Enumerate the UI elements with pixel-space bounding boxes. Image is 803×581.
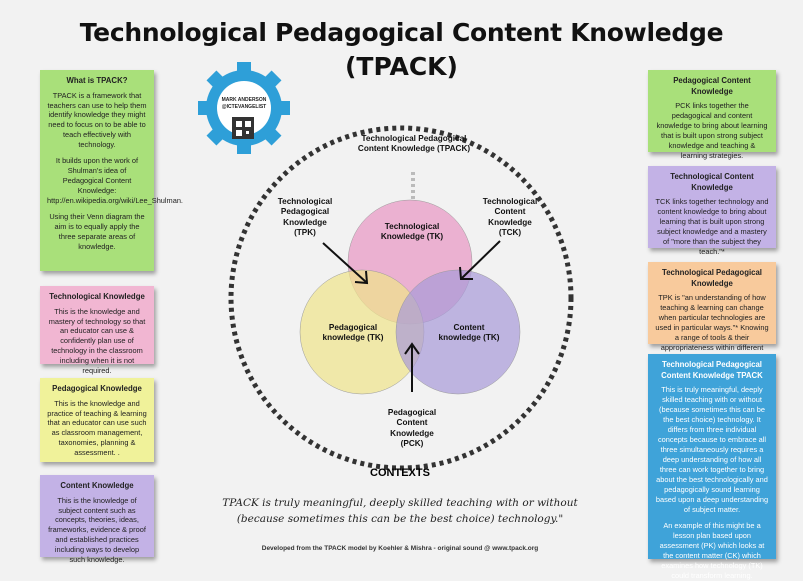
card-text: This is truly meaningful, deeply skilled…	[655, 385, 769, 514]
tpack-label: Technological Pedagogical Content Knowle…	[357, 134, 471, 154]
page-subtitle: (TPACK)	[344, 52, 458, 81]
card-technological-content-knowledge: Technological Content Knowledge TCK link…	[648, 166, 776, 256]
card-text: Using their Venn diagram the aim is to e…	[49, 212, 145, 252]
badge-handle: @ICTEVANGELIST	[221, 104, 267, 110]
card-technological-pedagogical-knowledge: Technological Pedagogical Knowledge TPK …	[648, 262, 776, 362]
card-pedagogical-content-knowledge: Pedagogical Content Knowledge PCK links …	[648, 70, 776, 160]
footer-credit: Developed from the TPACK model by Koehle…	[261, 545, 539, 552]
card-pedagogical-knowledge: Pedagogical Knowledge This is the knowle…	[40, 378, 154, 462]
card-heading: Technological Pedagogical Knowledge	[662, 268, 762, 288]
card-heading: Technological Pedagogical Content Knowle…	[661, 360, 763, 380]
gear-badge-icon	[198, 62, 290, 154]
card-text: TCK links together technology and conten…	[655, 197, 769, 256]
card-text: PCK links together the pedagogical and c…	[656, 101, 768, 160]
card-text: It builds upon the work of Shulman's ide…	[47, 156, 183, 206]
pck-label: Pedagogical Content Knowledge (PCK)	[387, 408, 437, 448]
card-what-is-tpack: What is TPACK? TPACK is a framework that…	[40, 70, 183, 271]
pk-label: Pedagogical knowledge (TK)	[322, 323, 384, 343]
card-technological-knowledge: Technological Knowledge This is the know…	[40, 286, 154, 375]
card-heading: Technological Content Knowledge	[670, 172, 754, 192]
contexts-label: CONTEXTS	[370, 467, 430, 479]
card-heading: Pedagogical Content Knowledge	[673, 76, 751, 96]
venn-diagram	[198, 62, 574, 471]
contexts-circle	[228, 125, 574, 471]
badge-name: MARK ANDERSON	[221, 97, 267, 103]
card-heading: Pedagogical Knowledge	[52, 384, 142, 393]
card-heading: Technological Knowledge	[49, 292, 145, 301]
tck-label: Technological Content Knowledge (TCK)	[482, 197, 538, 237]
card-text: This is the knowledge of subject content…	[48, 495, 146, 565]
tk-label: Technological Knowledge (TK)	[380, 222, 444, 242]
qr-code-icon	[232, 117, 254, 139]
tpack-quote: TPACK is truly meaningful, deeply skille…	[210, 496, 590, 528]
tck-arrow	[461, 240, 501, 279]
card-tpack: Technological Pedagogical Content Knowle…	[648, 354, 776, 580]
card-text: TPK is "an understanding of how teaching…	[655, 293, 769, 362]
tpk-label: Technological Pedagogical Knowledge (TPK…	[277, 197, 333, 237]
card-heading: Content Knowledge	[60, 481, 134, 490]
quote-line: (because sometimes this can be the best …	[236, 512, 564, 525]
ck-label: Content knowledge (TK)	[438, 323, 500, 343]
card-text: This is the knowledge and practice of te…	[47, 398, 147, 458]
card-heading: What is TPACK?	[66, 76, 128, 85]
ck-circle	[395, 269, 521, 395]
quote-line: TPACK is truly meaningful, deeply skille…	[222, 497, 578, 509]
page-title: Technological Pedagogical Content Knowle…	[79, 18, 724, 47]
tpk-arrow	[322, 242, 367, 283]
card-text: This is the knowledge and mastery of tec…	[48, 306, 146, 376]
card-text: TPACK is a framework that teachers can u…	[47, 90, 147, 150]
card-text: An example of this might be a lesson pla…	[659, 520, 765, 580]
card-content-knowledge: Content Knowledge This is the knowledge …	[40, 475, 154, 564]
